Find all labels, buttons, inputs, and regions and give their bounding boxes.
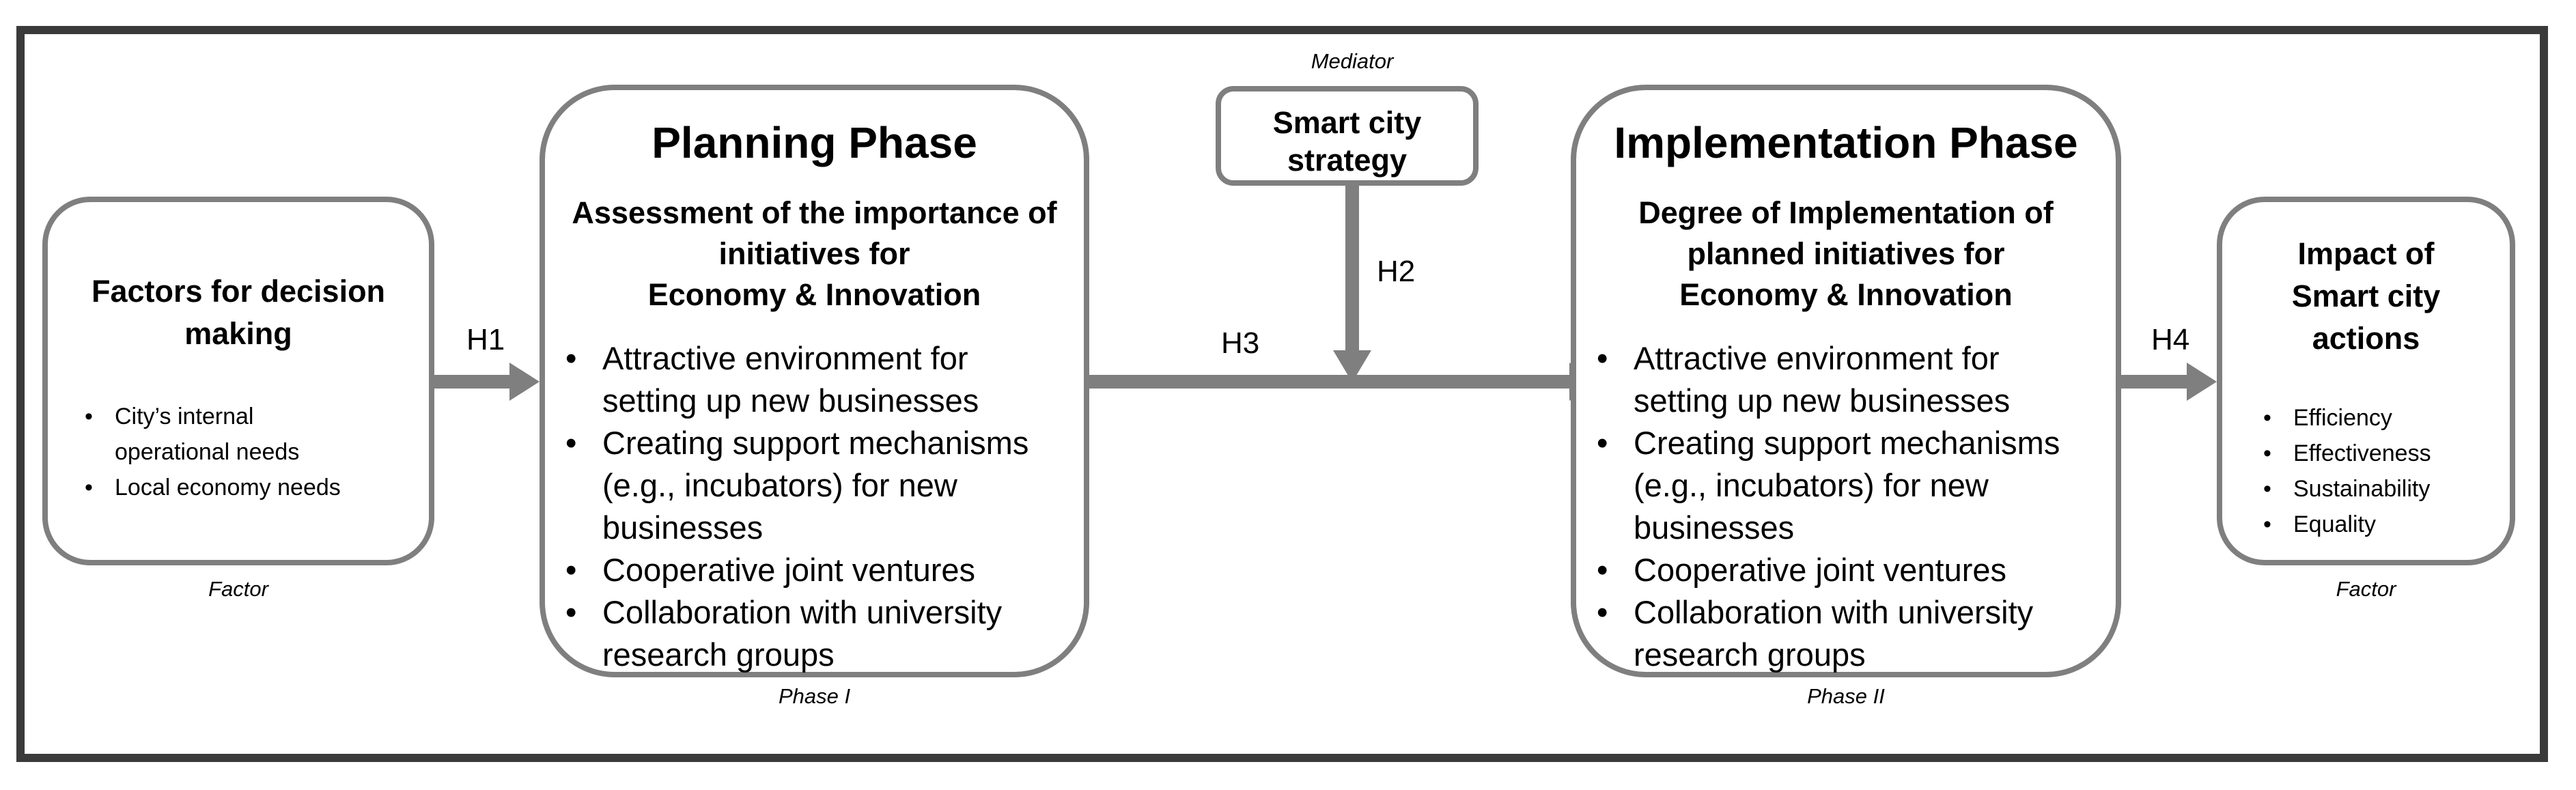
subtitle-line: Assessment of the importance of [572,195,1057,230]
arrow-h4 [2121,363,2217,401]
list-item: Effectiveness [2263,436,2509,471]
factors-caption: Factor [208,577,268,601]
planning-phase-box: Planning Phase Assessment of the importa… [540,85,1089,677]
implementation-phase-title: Implementation Phase [1614,118,2078,167]
hypothesis-label-h2: H2 [1377,255,1416,288]
list-item: Cooperative joint ventures [559,549,1037,591]
mediator-box: Smart city strategy [1216,86,1479,186]
mediator-title-line: strategy [1287,143,1408,178]
mediator-title-line: Smart city [1272,105,1422,140]
implementation-phase-box: Implementation Phase Degree of Implement… [1571,85,2121,677]
list-item: Collaboration with university research g… [559,591,1037,676]
list-item: Sustainability [2263,471,2509,507]
planning-phase-subtitle: Assessment of the importance of initiati… [559,193,1070,315]
list-item: Local economy needs [85,470,412,505]
list-item: Creating support mechanisms (e.g., incub… [1590,422,2068,549]
list-item: Attractive environment for setting up ne… [1590,337,2068,422]
list-item: City’s internal operational needs [85,399,340,470]
arrow-h1 [434,363,540,401]
subtitle-line: Degree of Implementation of [1638,195,2054,230]
list-item: Cooperative joint ventures [1590,549,2068,591]
list-item: Efficiency [2263,400,2509,436]
hypothesis-label-h4: H4 [2151,323,2190,356]
implementation-phase-caption: Phase II [1807,684,1885,708]
impact-title-line: actions [2312,321,2420,356]
arrow-h2 [1333,184,1371,382]
planning-phase-caption: Phase I [778,684,851,708]
list-item: Attractive environment for setting up ne… [559,337,1037,422]
impact-title-line: Smart city [2291,279,2441,313]
implementation-phase-subtitle: Degree of Implementation of planned init… [1590,193,2102,315]
impact-box: Impact of Smart city actions Efficiency … [2217,197,2515,565]
impact-caption: Factor [2336,577,2396,601]
subtitle-line: planned initiatives for [1687,236,2005,271]
mediator-title: Smart city strategy [1221,104,1473,179]
planning-phase-title: Planning Phase [652,118,977,167]
diagram-frame [16,26,2548,762]
factors-title: Factors for decision making [91,274,386,351]
subtitle-line: Economy & Innovation [647,277,981,312]
hypothesis-label-h3: H3 [1221,326,1260,360]
impact-title-line: Impact of [2297,236,2435,271]
planning-phase-list: Attractive environment for setting up ne… [559,337,1037,676]
hypothesis-label-h1: H1 [466,323,505,356]
subtitle-line: initiatives for [718,236,910,271]
factors-list: City’s internal operational needs Local … [85,399,412,505]
impact-list: Efficiency Effectiveness Sustainability … [2263,400,2509,542]
factors-box: Factors for decision making City’s inter… [42,197,434,565]
subtitle-line: Economy & Innovation [1679,277,2013,312]
list-item: Collaboration with university research g… [1590,591,2068,676]
list-item: Equality [2263,507,2509,542]
list-item: Creating support mechanisms (e.g., incub… [559,422,1037,549]
impact-title: Impact of Smart city actions [2222,233,2510,360]
implementation-phase-list: Attractive environment for setting up ne… [1590,337,2068,676]
mediator-caption: Mediator [1311,49,1394,73]
